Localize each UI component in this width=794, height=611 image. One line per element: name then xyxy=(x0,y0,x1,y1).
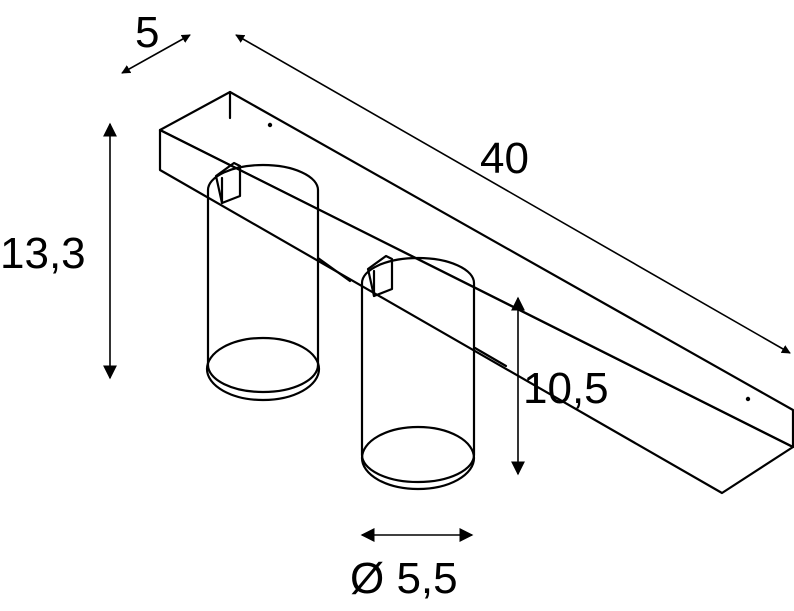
screw-hole-left xyxy=(267,122,273,128)
dimension-line-length xyxy=(235,34,791,354)
dimension-line-depth xyxy=(121,34,191,74)
connecting-arm xyxy=(316,256,508,368)
spot-cylinder-left xyxy=(205,161,321,402)
diameter-label: Ø 5,5 xyxy=(350,554,458,603)
length-label: 40 xyxy=(480,134,529,183)
screw-hole-right xyxy=(745,396,751,402)
depth-label: 5 xyxy=(135,8,159,57)
height-total-label: 13,3 xyxy=(0,229,86,278)
canopy-base xyxy=(158,90,794,495)
height-spot-label: 10,5 xyxy=(523,364,609,413)
spot-cylinder-right xyxy=(360,254,476,491)
